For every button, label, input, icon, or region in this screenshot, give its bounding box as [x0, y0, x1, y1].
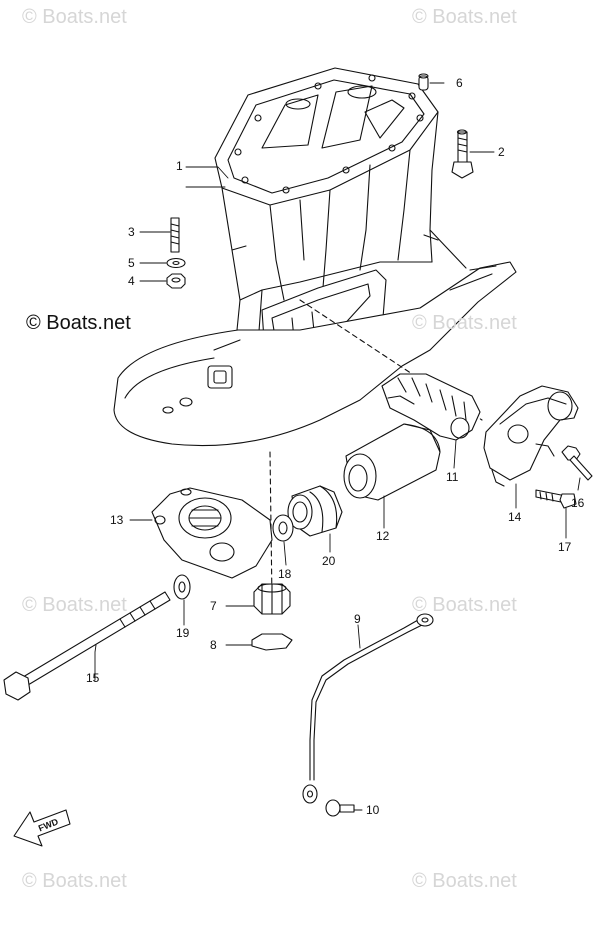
- mount-bracket-14: [483, 385, 579, 487]
- bolt-17: [535, 489, 577, 509]
- callout-6: 6: [456, 76, 463, 90]
- nut-7: [253, 583, 291, 615]
- washer-5: [166, 257, 186, 269]
- callout-9: 9: [354, 612, 361, 626]
- rubber-mount-11: [381, 373, 481, 441]
- leader-lines: [94, 82, 581, 811]
- circlip-8: [251, 633, 293, 651]
- cylinder-mount-12: [343, 423, 441, 501]
- callout-17: 17: [558, 540, 572, 554]
- washer-18: [272, 514, 294, 542]
- callout-19: 19: [176, 626, 190, 640]
- mount-housing-13: [151, 487, 273, 579]
- long-bolt-15: [3, 591, 171, 701]
- watermark: © Boats.net: [412, 870, 517, 892]
- seal-20: [287, 485, 343, 537]
- callout-18: 18: [278, 567, 292, 581]
- screw-10: [325, 799, 355, 817]
- callout-16: 16: [571, 496, 585, 510]
- fwd-arrow-icon: [13, 809, 71, 847]
- dowel-pin: [418, 73, 429, 91]
- callout-15: 15: [86, 671, 100, 685]
- callout-11: 11: [446, 470, 459, 484]
- bolt-2: [451, 129, 474, 179]
- drive-shaft-housing: [113, 67, 517, 447]
- ground-wire-9: [302, 613, 434, 804]
- watermark: © Boats.net: [412, 6, 517, 28]
- watermark-prominent: © Boats.net: [26, 312, 131, 334]
- callout-2: 2: [498, 145, 505, 159]
- bolt-16: [561, 445, 593, 481]
- watermark: © Boats.net: [22, 870, 127, 892]
- callout-7: 7: [210, 599, 217, 613]
- washer-19: [173, 574, 191, 600]
- watermark: © Boats.net: [412, 594, 517, 616]
- callout-4: 4: [128, 274, 135, 288]
- callout-5: 5: [128, 256, 135, 270]
- stud-3: [170, 217, 180, 253]
- callout-12: 12: [376, 529, 390, 543]
- callout-14: 14: [508, 510, 522, 524]
- callout-1: 1: [176, 159, 183, 173]
- callout-20: 20: [322, 554, 336, 568]
- watermark: © Boats.net: [22, 594, 127, 616]
- watermark: © Boats.net: [412, 312, 517, 334]
- callout-8: 8: [210, 638, 217, 652]
- nut-4: [166, 273, 186, 289]
- callout-10: 10: [366, 803, 380, 817]
- callout-13: 13: [110, 513, 124, 527]
- callout-3: 3: [128, 225, 135, 239]
- watermark: © Boats.net: [22, 6, 127, 28]
